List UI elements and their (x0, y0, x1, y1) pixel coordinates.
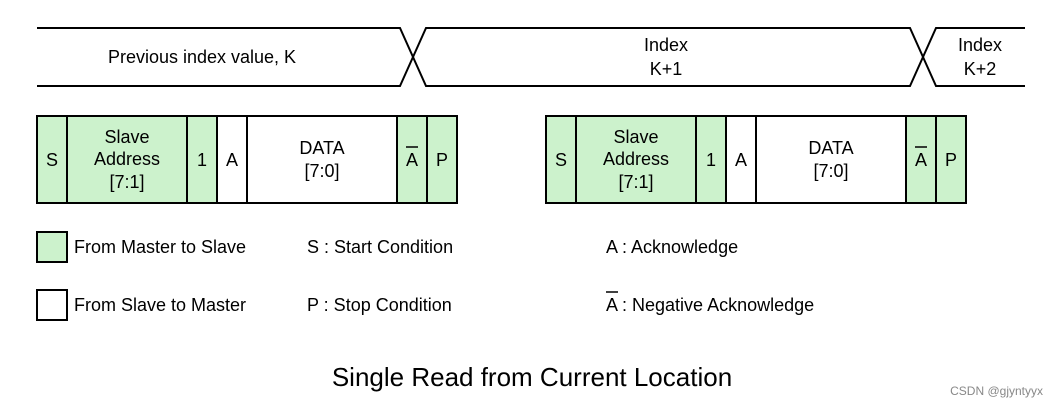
legend-negative-acknowledge: A : Negative Acknowledge (606, 295, 814, 315)
frame-1-start-cell (36, 115, 68, 204)
timeline-segment-3-outline (921, 27, 1025, 87)
frame-1-data-line1: DATA (299, 138, 344, 158)
frame-1-address-line1: Slave (104, 127, 149, 147)
frame-2-nack-cell (905, 115, 937, 204)
frame-2-stop-cell (935, 115, 967, 204)
frame-2-ack-text: A (735, 150, 747, 170)
legend-slave-swatch (36, 289, 68, 321)
legend-master-swatch (36, 231, 68, 263)
frame-2-address-line1: Slave (613, 127, 658, 147)
frame-1-address-line2: Address (94, 149, 160, 169)
frame-2-address-line2: Address (603, 149, 669, 169)
frame-2-stop-text: P (945, 150, 957, 170)
frame-2-data-line2: [7:0] (813, 161, 848, 181)
legend-nack-letter: A (606, 295, 618, 315)
timeline-index-k1-label-line1: Index (644, 35, 688, 55)
frame-2-ack-cell (725, 115, 757, 204)
timeline-index-k1-label-line2: K+1 (650, 59, 683, 79)
watermark-text: CSDN @gjyntyyx (950, 384, 1043, 398)
frame-1-nack-text: A (406, 150, 418, 170)
frame-2-address-line3: [7:1] (618, 172, 653, 192)
frame-2: S Slave Address [7:1] 1 A DATA [7:0] A P (545, 115, 967, 204)
frame-1-stop-text: P (436, 150, 448, 170)
frame-2-rw-text: 1 (706, 150, 716, 170)
legend-nack-text: : Negative Acknowledge (617, 295, 814, 315)
frame-1-address-cell (66, 115, 188, 204)
legend-stop-condition: P : Stop Condition (307, 295, 452, 315)
frame-1-data-line2: [7:0] (304, 161, 339, 181)
frame-1-nack-cell (396, 115, 428, 204)
frame-1-data-cell (246, 115, 398, 204)
frame-2-nack-text: A (915, 150, 927, 170)
frame-2-data-line1: DATA (808, 138, 853, 158)
legend: From Master to Slave From Slave to Maste… (36, 231, 814, 321)
frame-1: S Slave Address [7:1] 1 A DATA [7:0] A P (36, 115, 458, 204)
timeline-index-k2-label-line2: K+2 (964, 59, 997, 79)
legend-acknowledge: A : Acknowledge (606, 237, 738, 257)
frame-1-rw-cell (186, 115, 218, 204)
frame-2-start-text: S (555, 150, 567, 170)
frame-1-ack-cell (216, 115, 248, 204)
legend-slave-to-master: From Slave to Master (74, 295, 246, 315)
legend-start-condition: S : Start Condition (307, 237, 453, 257)
frame-1-address-line3: [7:1] (109, 172, 144, 192)
timeline-index-k2-label-line1: Index (958, 35, 1002, 55)
diagram-caption: Single Read from Current Location (332, 362, 732, 392)
frame-1-rw-text: 1 (197, 150, 207, 170)
timeline (37, 27, 1025, 87)
legend-master-to-slave: From Master to Slave (74, 237, 246, 257)
frame-2-data-cell (755, 115, 907, 204)
timeline-previous-index-label: Previous index value, K (108, 47, 296, 67)
frame-1-start-text: S (46, 150, 58, 170)
frame-1-stop-cell (426, 115, 458, 204)
frame-1-ack-text: A (226, 150, 238, 170)
